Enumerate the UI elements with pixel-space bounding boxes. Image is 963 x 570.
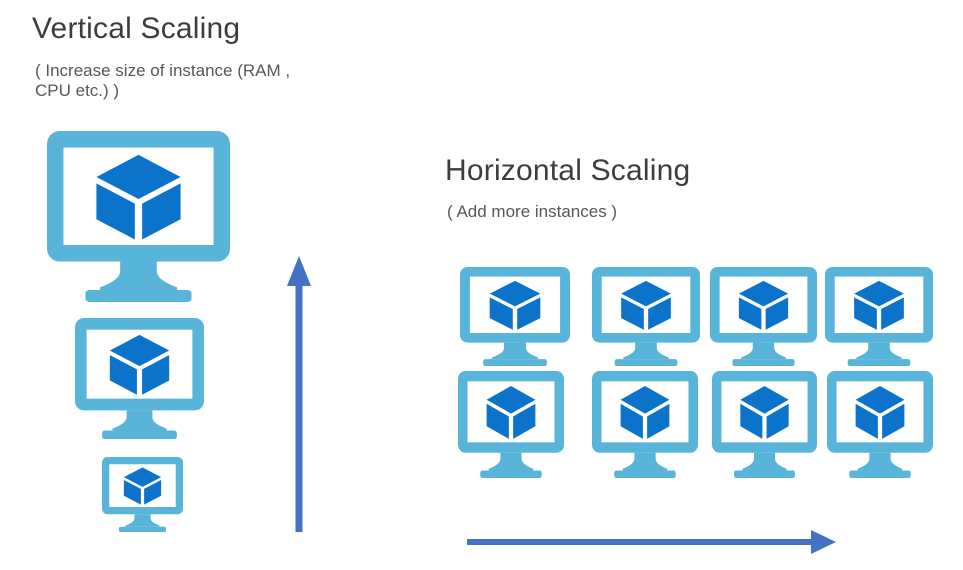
vertical-scaling-title: Vertical Scaling xyxy=(32,12,241,45)
vm-instance-icon xyxy=(825,267,933,366)
scale-out-arrow-icon xyxy=(467,529,837,555)
vertical-scaling-subtitle-line1: ( Increase size of instance (RAM , xyxy=(35,61,291,80)
vertical-scaling-subtitle-line2: CPU etc.) ) xyxy=(35,81,120,100)
vm-instance-icon xyxy=(460,267,570,366)
vm-instance-r1-c4 xyxy=(825,267,933,366)
vertical-scaling-subtitle: ( Increase size of instance (RAM , CPU e… xyxy=(35,61,290,101)
vm-instance-icon xyxy=(710,267,817,366)
vm-instance-r2-c1 xyxy=(458,371,564,478)
vm-instance-icon xyxy=(712,371,817,478)
vm-instance-icon xyxy=(592,371,698,478)
vm-instance-r2-c2 xyxy=(592,371,698,478)
vm-instance-r2-c3 xyxy=(712,371,817,478)
vm-instance-r1-c2 xyxy=(592,267,700,366)
horizontal-scaling-title: Horizontal Scaling xyxy=(445,154,691,187)
vm-instance-r2-c4 xyxy=(827,371,933,478)
vm-instance-r1-c3 xyxy=(710,267,817,366)
vm-instance-icon xyxy=(592,267,700,366)
horizontal-scaling-subtitle: ( Add more instances ) xyxy=(447,202,617,222)
scale-up-arrow-icon xyxy=(286,256,312,532)
horizontal-scaling-subtitle-line1: ( Add more instances ) xyxy=(447,202,618,221)
vm-instance-r1-c1 xyxy=(460,267,570,366)
vm-instance-icon xyxy=(458,371,564,478)
vm-instance-icon xyxy=(827,371,933,478)
